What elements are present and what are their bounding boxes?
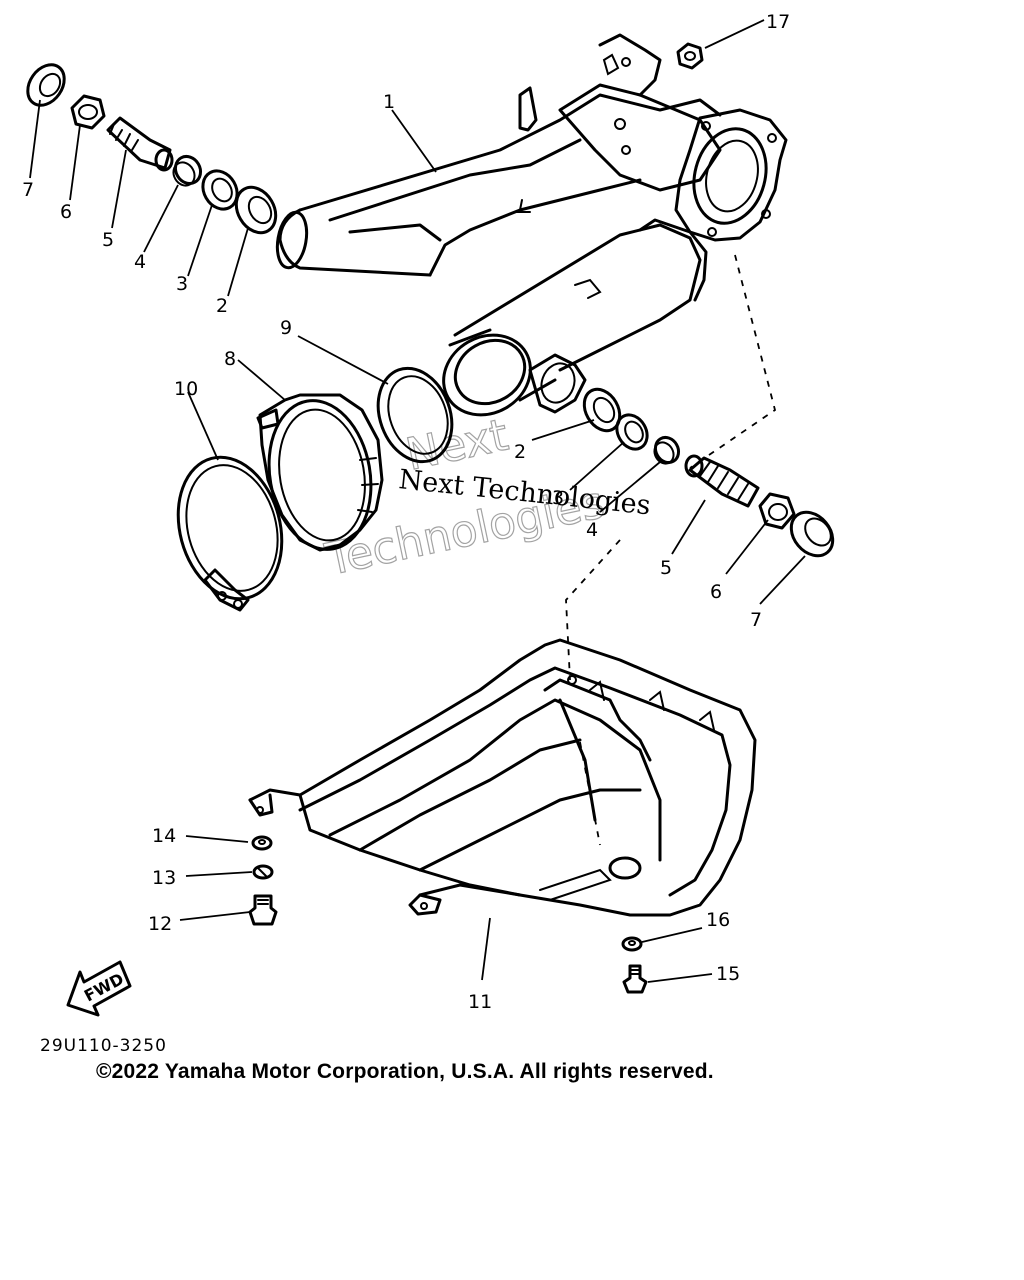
callout-1: 1: [383, 91, 395, 113]
callout-labels: 7 6 5 4 3 2 1 17 9 8 10 2 3 4 5 6 7 14 1…: [22, 11, 790, 1013]
callout-2-right: 2: [514, 441, 526, 463]
part-13-lock-washer[interactable]: [252, 864, 274, 880]
assembly-lines: [565, 254, 777, 846]
part-4-collar-right[interactable]: [651, 433, 683, 467]
callout-14: 14: [152, 825, 176, 847]
part-5-pivot-shaft-left[interactable]: [106, 116, 174, 172]
part-4-collar-left[interactable]: [169, 152, 205, 190]
part-8-boot[interactable]: [256, 392, 384, 557]
callout-9: 9: [280, 317, 292, 339]
part-15-bolt[interactable]: [622, 964, 648, 994]
part-14-washer[interactable]: [251, 835, 273, 851]
part-2-bearing-left[interactable]: [228, 180, 283, 240]
right-bearing-set: [577, 383, 841, 564]
callout-3-right: 3: [552, 487, 564, 509]
part-10-band[interactable]: [163, 446, 297, 612]
left-bearing-set: [20, 58, 283, 240]
callout-17: 17: [766, 11, 790, 33]
part-16-washer[interactable]: [621, 936, 643, 952]
part-2-bearing-right[interactable]: [577, 383, 627, 437]
fwd-arrow-icon: FWD: [66, 960, 132, 1017]
callout-4-left: 4: [134, 251, 146, 273]
callout-5-right: 5: [660, 557, 672, 579]
part-9-o-ring[interactable]: [366, 358, 465, 472]
part-5-pivot-shaft-right[interactable]: [684, 454, 760, 508]
part-11-guard[interactable]: [248, 638, 757, 917]
callout-6-right: 6: [710, 581, 722, 603]
callout-11: 11: [468, 991, 492, 1013]
callout-10: 10: [174, 378, 198, 400]
callout-4-right: 4: [586, 519, 598, 541]
part-6-nut-left[interactable]: [70, 94, 106, 130]
part-12-bolt[interactable]: [248, 894, 278, 926]
part-7-cap-left[interactable]: [20, 58, 71, 112]
part-17-nut[interactable]: [676, 42, 704, 70]
callout-2-left: 2: [216, 295, 228, 317]
callout-13: 13: [152, 867, 176, 889]
callout-16: 16: [706, 909, 730, 931]
callout-15: 15: [716, 963, 740, 985]
part-7-cap-right[interactable]: [783, 504, 841, 564]
callout-7-right: 7: [750, 609, 762, 631]
callout-5-left: 5: [102, 229, 114, 251]
part-1-swingarm[interactable]: [273, 33, 788, 430]
callout-3-left: 3: [176, 273, 188, 295]
callout-12: 12: [148, 913, 172, 935]
callout-6-left: 6: [60, 201, 72, 223]
leader-lines: [29, 19, 806, 983]
callout-7-left: 7: [22, 179, 34, 201]
part-3-oil-seal-right[interactable]: [611, 409, 653, 454]
callout-8: 8: [224, 348, 236, 370]
diagram-code: 29U110-3250: [40, 1036, 167, 1056]
copyright-notice: ©2022 Yamaha Motor Corporation, U.S.A. A…: [96, 1060, 714, 1083]
part-3-oil-seal-left[interactable]: [196, 165, 244, 216]
